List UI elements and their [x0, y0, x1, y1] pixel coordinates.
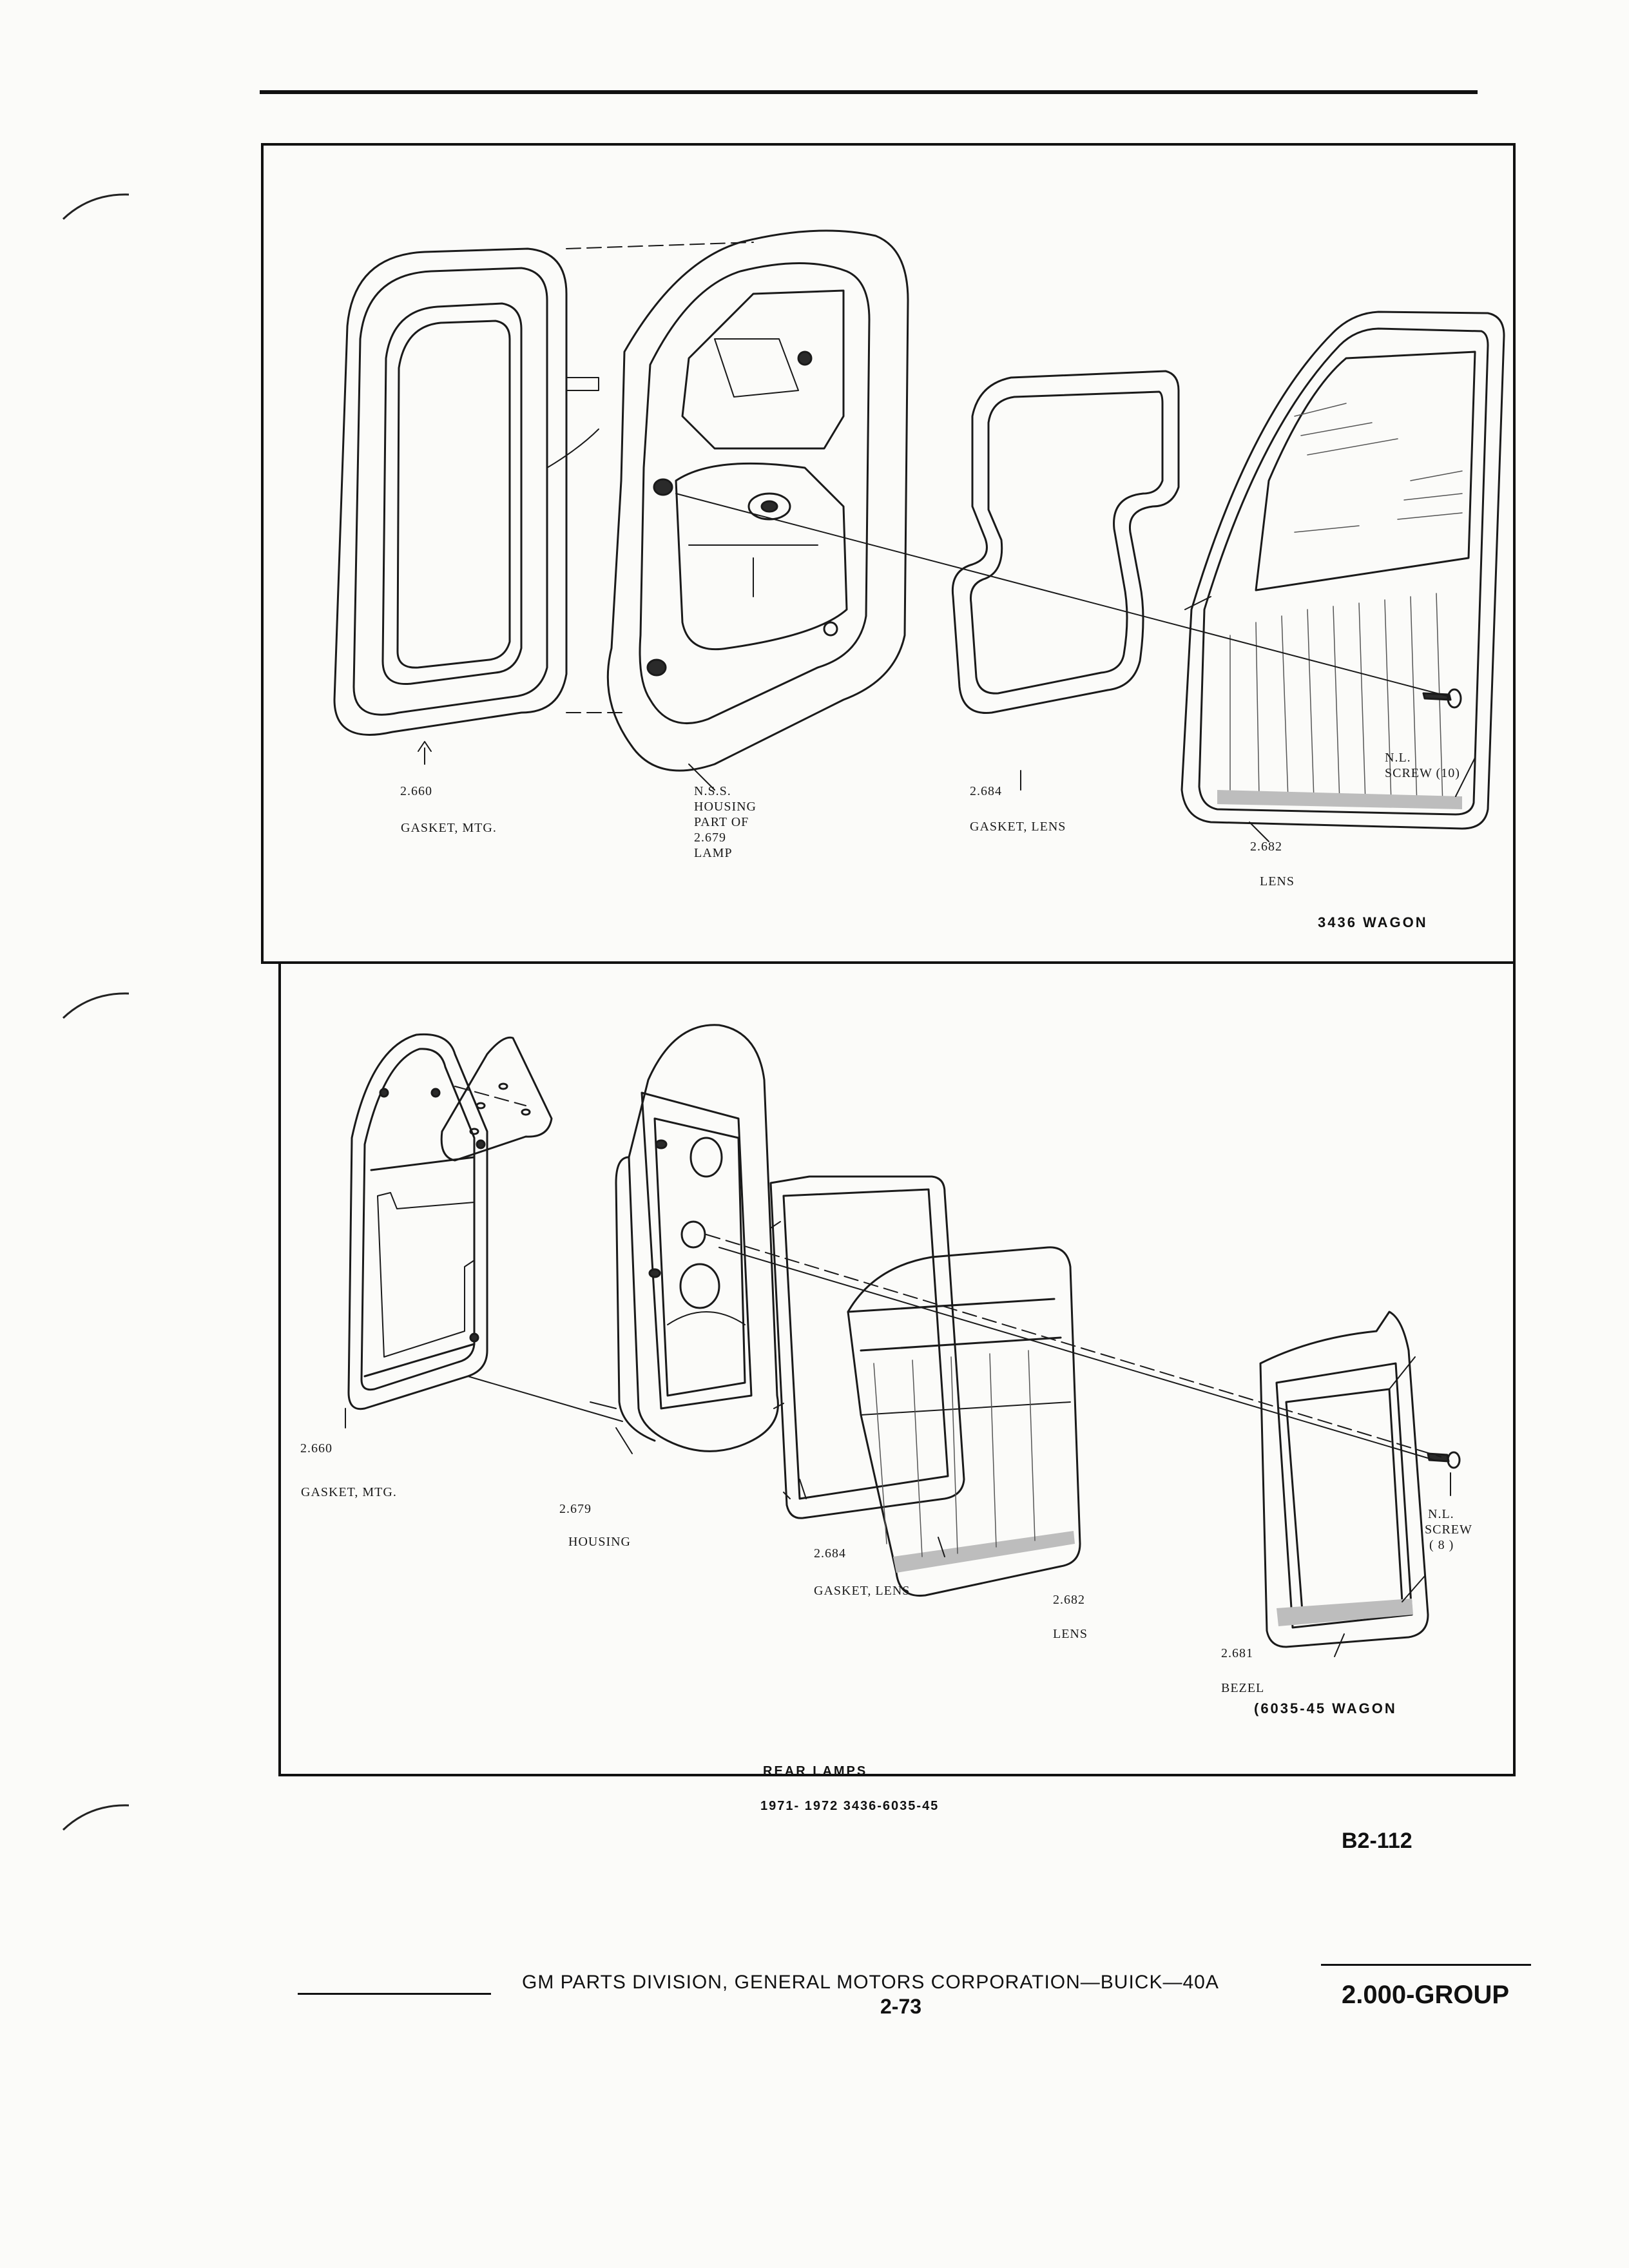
exploded-view-3436-wagon: [333, 229, 1505, 842]
part-number-label: 2.682: [1053, 1593, 1085, 1607]
part-number-label: 2.681: [1221, 1646, 1253, 1660]
part-name-label: LAMP: [694, 846, 733, 860]
exploded-view-6035-45-wagon: [345, 1024, 1461, 1657]
part-number-label: N.L.: [1385, 751, 1411, 765]
mounting-gasket-drawing: [333, 247, 599, 736]
part-name-label: HOUSING: [694, 800, 757, 814]
part-name-label: BEZEL: [1221, 1681, 1265, 1695]
housing-drawing: [606, 229, 909, 772]
lens-gasket-drawing: [769, 1175, 965, 1519]
model-caption: (6035-45 WAGON: [1254, 1700, 1397, 1716]
figure-subtitle: 1971- 1972 3436-6035-45: [760, 1799, 940, 1813]
part-name-label: ( 8 ): [1429, 1538, 1454, 1552]
reflector-plate-drawing: [440, 1036, 553, 1162]
figure-title: REAR LAMPS: [763, 1764, 868, 1778]
part-name-label: SCREW (10): [1385, 766, 1460, 780]
part-name-label: GASKET, MTG.: [401, 821, 497, 835]
screw-drawing: [1422, 688, 1462, 709]
part-number-label: 2.682: [1250, 840, 1282, 854]
part-name-label: PART OF: [694, 815, 749, 829]
part-name-label: GASKET, LENS: [970, 820, 1066, 834]
footer-page-number: 2-73: [880, 1995, 922, 2018]
bezel-drawing: [1259, 1311, 1429, 1648]
binder-hole-mark: [62, 1804, 130, 1831]
binder-hole-mark: [62, 992, 130, 1019]
part-number-label: 2.679: [559, 1502, 592, 1516]
binder-hole-mark: [62, 193, 130, 220]
footer-rule-right: [1321, 1964, 1531, 1966]
footer-publisher: GM PARTS DIVISION, GENERAL MOTORS CORPOR…: [522, 1972, 1219, 1993]
footer-group: 2.000-GROUP: [1342, 1981, 1510, 2009]
bottom-illustration-panel: 2.660 GASKET, MTG. 2.679 HOUSING 2.684 G…: [278, 961, 1516, 1776]
part-number-label: N.S.S.: [694, 784, 731, 798]
part-name-label: GASKET, LENS: [814, 1584, 911, 1598]
part-name-label: 2.679: [694, 831, 726, 845]
lens-drawing: [1181, 311, 1505, 830]
lens-gasket-drawing: [951, 370, 1180, 714]
part-number-label: 2.660: [400, 784, 432, 798]
top-illustration-panel: 2.660 GASKET, MTG. N.S.S. HOUSING PART O…: [261, 143, 1516, 964]
header-rule: [260, 90, 1478, 94]
housing-drawing: [590, 1024, 779, 1452]
part-number-label: 2.684: [970, 784, 1002, 798]
model-caption: 3436 WAGON: [1318, 914, 1428, 930]
footer-rule-left: [298, 1993, 491, 1995]
part-name-label: HOUSING: [568, 1535, 631, 1549]
part-name-label: GASKET, MTG.: [301, 1485, 397, 1499]
page-code: B2-112: [1342, 1829, 1412, 1853]
lens-drawing: [847, 1246, 1081, 1597]
part-name-label: LENS: [1260, 874, 1295, 889]
part-number-label: 2.660: [300, 1441, 333, 1456]
part-number-label: N.L.: [1428, 1507, 1454, 1521]
part-name-label: SCREW: [1425, 1523, 1472, 1537]
part-number-label: 2.684: [814, 1546, 846, 1561]
part-name-label: LENS: [1053, 1627, 1088, 1641]
